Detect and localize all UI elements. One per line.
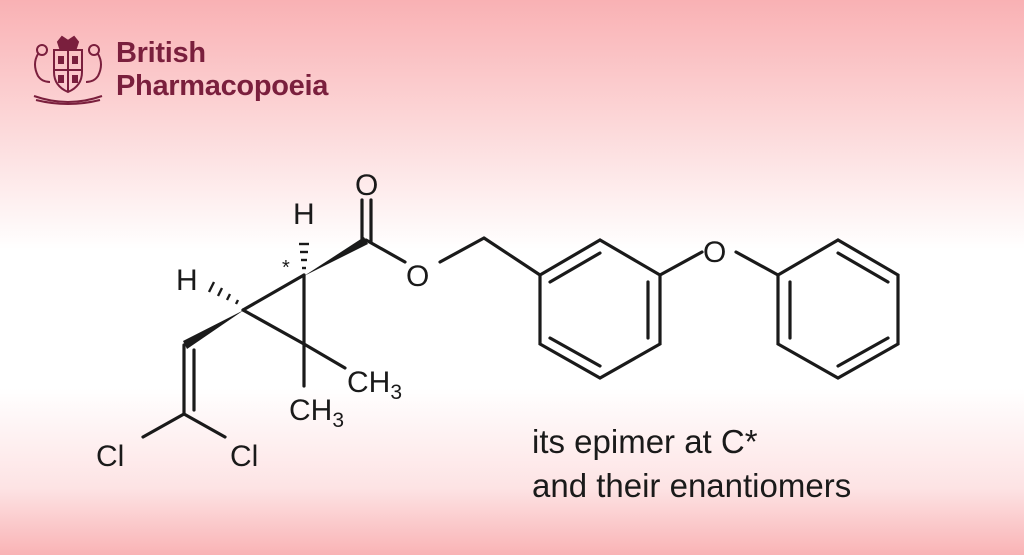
atom-cl-left: Cl	[96, 440, 124, 473]
bond-c-cl-right	[182, 412, 227, 439]
bond-o-ether-ring2	[734, 250, 780, 277]
brand-block: British Pharmacopoeia	[28, 34, 328, 106]
bond-c-cl-left	[141, 412, 186, 439]
brand-line-1: British	[116, 37, 206, 69]
wedge-bond-carbonyl	[304, 237, 368, 276]
stereo-note: its epimer at C* and their enantiomers	[532, 420, 851, 508]
atom-o-carbonyl: O	[355, 169, 378, 202]
stereo-note-line-1: its epimer at C*	[532, 423, 758, 460]
bond-c-o-ester	[364, 238, 407, 264]
ring2-double-1	[836, 251, 890, 284]
atom-ch3-bottom: CH3	[289, 394, 344, 432]
bond-ring-2	[241, 308, 306, 346]
benzene-ring-2	[776, 238, 900, 380]
wedge-bond-vinyl	[183, 310, 244, 349]
atom-h-left: H	[176, 264, 198, 297]
bond-ring-1	[241, 273, 306, 312]
atom-ch3-right: CH3	[347, 366, 402, 404]
atom-h-top: H	[293, 198, 315, 231]
atom-o-ester: O	[406, 260, 429, 293]
stereo-note-line-2: and their enantiomers	[532, 467, 852, 504]
atom-cl-right: Cl	[230, 440, 258, 473]
bond-ch2-ring	[482, 236, 542, 277]
brand-name: British Pharmacopoeia	[116, 37, 328, 103]
brand-line-2: Pharmacopoeia	[116, 70, 329, 102]
epimer-star-marker: *	[282, 257, 290, 279]
hash-bond-h-top	[299, 242, 309, 270]
bond-ring-o-ether	[658, 250, 704, 277]
benzene-ring-1	[538, 238, 662, 380]
bond-methyl-right	[302, 342, 347, 370]
hash-bond-h-left	[207, 281, 240, 305]
bond-o-ch2	[438, 236, 486, 264]
ring2-double-3	[836, 336, 890, 368]
ring1-double-3	[548, 336, 602, 368]
ring1-double-1	[548, 251, 602, 284]
royal-crest-icon	[33, 35, 103, 105]
atom-o-ether: O	[703, 236, 726, 269]
